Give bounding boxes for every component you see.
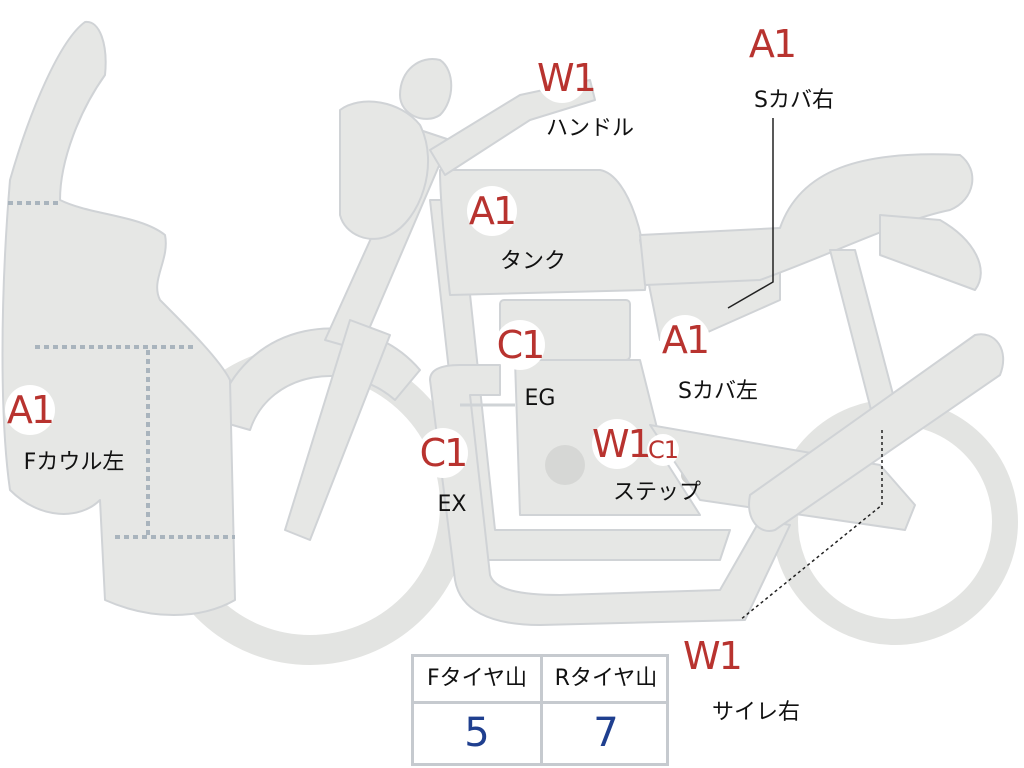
front-fender bbox=[214, 327, 421, 431]
grade-badge-tank: A1 bbox=[467, 186, 517, 236]
mirror bbox=[399, 58, 453, 120]
leader-silencer-right bbox=[739, 430, 883, 621]
rear-tire-value: 7 bbox=[593, 710, 619, 756]
front-fork-lower bbox=[284, 319, 391, 541]
rear-tire-header: Rタイヤ山 bbox=[554, 666, 658, 691]
silencer bbox=[748, 333, 1005, 532]
grade-badge-step-extra: C1 bbox=[647, 434, 679, 466]
grade-badge-handle: W1 bbox=[537, 53, 597, 103]
leader-side-cover-right bbox=[727, 118, 774, 309]
tire-tread-table: Fタイヤ山 Rタイヤ山 5 7 bbox=[411, 654, 669, 766]
part-label-exhaust: EX bbox=[437, 492, 467, 517]
grade-badge-engine: C1 bbox=[495, 320, 545, 370]
grade-badge-side-cover-right: A1 bbox=[747, 19, 797, 69]
part-label-front-cowl-left: Fカウル左 bbox=[23, 450, 125, 475]
front-tire-value: 5 bbox=[464, 710, 490, 756]
grade-badge-silencer-right: W1 bbox=[683, 631, 743, 681]
handlebar bbox=[429, 79, 596, 176]
headlight bbox=[339, 100, 429, 240]
part-label-side-cover-right: Sカバ右 bbox=[754, 88, 834, 113]
part-label-tank: タンク bbox=[499, 249, 567, 274]
part-label-handle: ハンドル bbox=[545, 116, 635, 141]
part-label-engine: EG bbox=[524, 386, 556, 411]
grade-badge-exhaust: C1 bbox=[418, 428, 468, 478]
part-label-step: ステップ bbox=[612, 480, 702, 505]
front-tire-header: Fタイヤ山 bbox=[427, 666, 527, 691]
front-cowl bbox=[1, 20, 236, 616]
part-label-side-cover-left: Sカバ左 bbox=[678, 379, 758, 404]
grade-badge-side-cover-left: A1 bbox=[660, 315, 710, 365]
table-divider-vertical bbox=[540, 657, 543, 763]
grade-badge-step: W1 bbox=[592, 419, 652, 469]
exhaust-pipe bbox=[429, 364, 791, 626]
grade-badge-front-cowl-left: A1 bbox=[5, 385, 55, 435]
part-label-silencer-right: サイレ右 bbox=[711, 700, 801, 725]
tail-cowl bbox=[879, 214, 982, 291]
